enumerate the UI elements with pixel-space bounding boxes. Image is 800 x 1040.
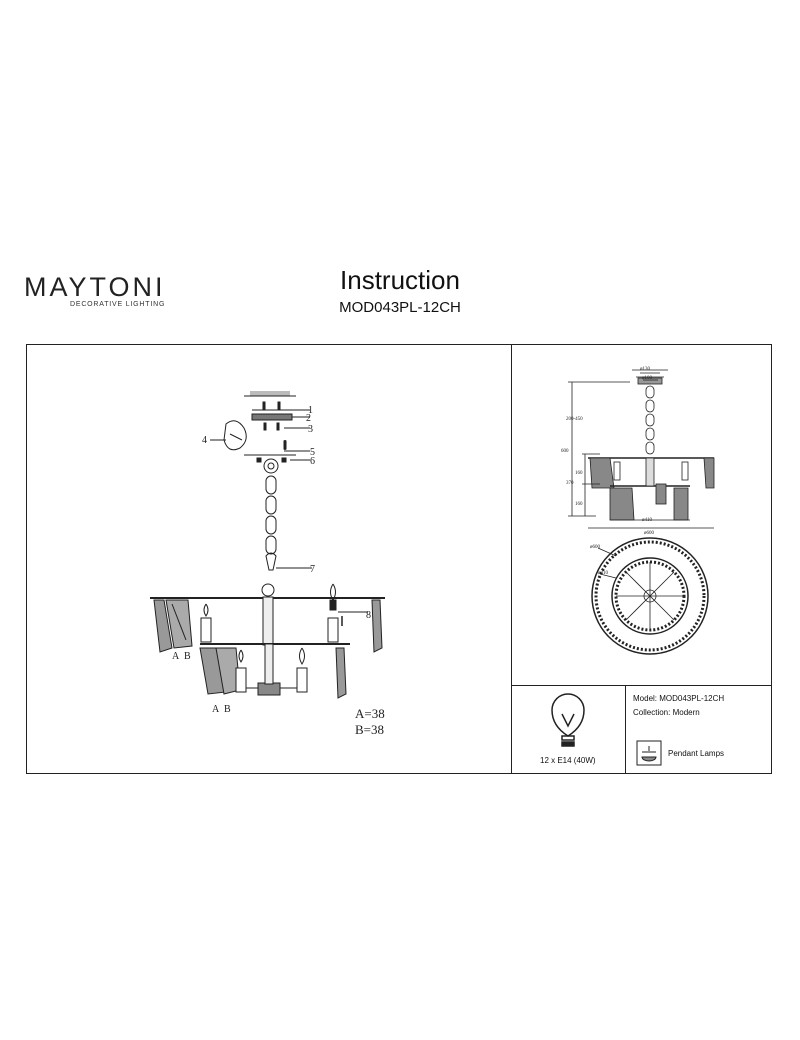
crystal-label-a-top: A (172, 651, 180, 662)
pendant-lamp-icon (636, 740, 662, 766)
dim-inner-width: ø410 (642, 518, 653, 523)
dim-plan-outer: ø600 (590, 545, 601, 550)
panel-divider-horizontal (511, 685, 772, 686)
crystal-label-a-bottom: A (212, 704, 220, 715)
dim-outer-width: ø600 (644, 531, 655, 536)
dim-plan-inner: ø410 (598, 571, 609, 576)
count-b: B=38 (355, 722, 384, 737)
dim-top-d1: ø130 (640, 367, 651, 372)
callout-8: 8 (366, 610, 371, 621)
dim-chain-range: 200-450 (566, 417, 583, 422)
callout-1: 1 (308, 405, 313, 416)
instruction-frame (26, 344, 772, 774)
info-type: Pendant Lamps (668, 749, 725, 758)
bulb-spec: 12 x E14 (40W) (540, 756, 596, 765)
info-collection: Collection: Modern (633, 708, 700, 717)
callout-5: 5 (310, 447, 315, 458)
info-model: Model: MOD043PL-12CH (633, 694, 725, 703)
count-a: A=38 (355, 706, 385, 721)
page-title: Instruction (340, 265, 460, 295)
callout-2: 2 (306, 413, 311, 424)
brand-logo: MAYTONI (24, 272, 166, 302)
dim-tier2: 160 (575, 502, 583, 507)
brand-tagline: DECORATIVE LIGHTING (70, 301, 166, 308)
dim-tier-total: 370 (566, 481, 574, 486)
panel-divider-vertical (511, 344, 512, 774)
info-divider (625, 685, 626, 774)
model-code: MOD043PL-12CH (339, 299, 461, 316)
callout-7: 7 (310, 564, 315, 575)
dim-total-height: 600 (561, 449, 569, 454)
crystal-label-b-top: B (184, 651, 191, 662)
crystal-label-b-bottom: B (224, 704, 231, 715)
callout-4: 4 (202, 435, 207, 446)
dim-top-d2: ø100 (642, 376, 653, 381)
bulb-icon (551, 693, 585, 747)
dim-tier1: 160 (575, 471, 583, 476)
callout-6: 6 (310, 456, 315, 467)
callout-3: 3 (308, 424, 313, 435)
